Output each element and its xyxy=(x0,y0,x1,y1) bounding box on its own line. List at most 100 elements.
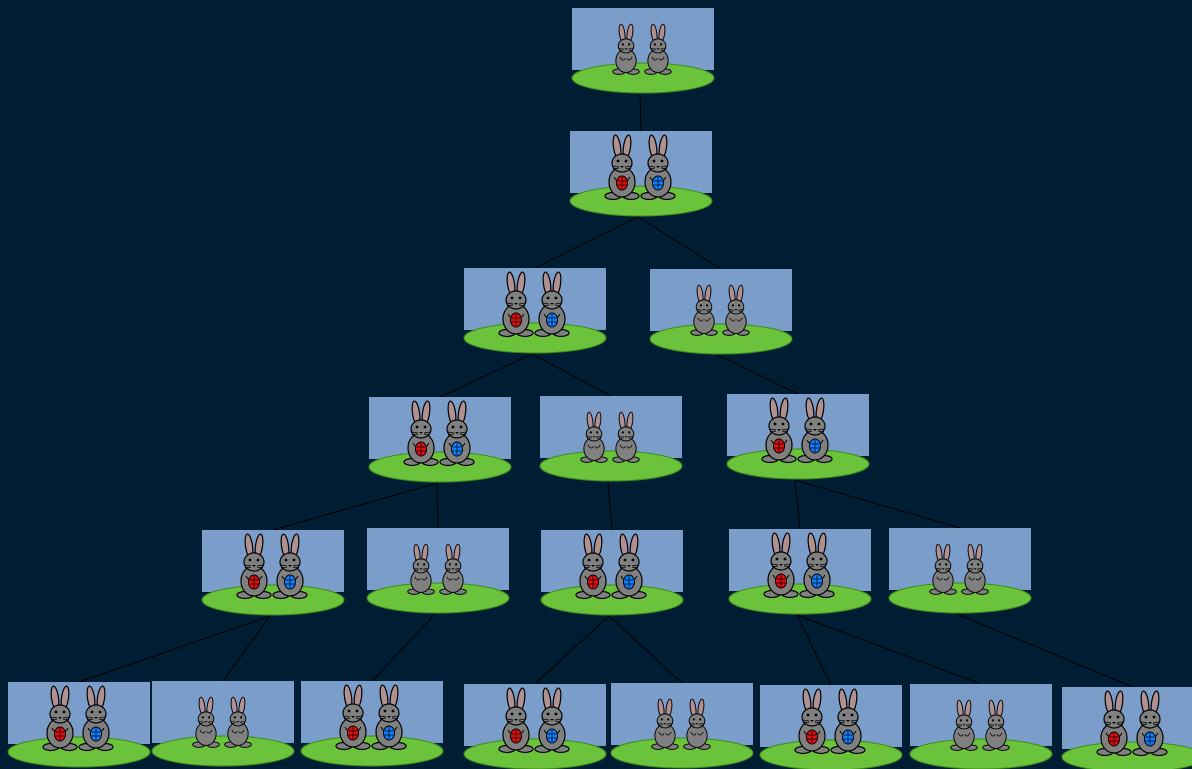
tree-connector-line xyxy=(718,355,798,394)
tree-connector-line xyxy=(437,483,438,528)
grass-ellipse xyxy=(727,449,869,479)
rabbit-pair-node-young xyxy=(367,528,509,613)
sky-panel xyxy=(464,268,606,330)
sky-panel xyxy=(8,682,150,744)
sky-panel xyxy=(650,269,792,331)
grass-ellipse xyxy=(729,584,871,614)
grass-ellipse xyxy=(611,738,753,768)
easter-egg-icon xyxy=(812,574,823,588)
tree-connector-line xyxy=(535,217,638,268)
easter-egg-icon xyxy=(776,574,787,588)
easter-egg-icon xyxy=(617,176,628,190)
easter-egg-icon xyxy=(384,726,395,740)
rabbit-pair-node-adult xyxy=(541,530,683,615)
easter-egg-icon xyxy=(416,442,427,456)
tree-connector-line xyxy=(440,354,532,397)
grass-ellipse xyxy=(464,739,606,769)
tree-connector-line xyxy=(223,616,270,681)
grass-ellipse xyxy=(369,452,511,482)
easter-egg-icon xyxy=(249,575,260,589)
tree-connector-line xyxy=(79,616,270,682)
easter-egg-icon xyxy=(588,575,599,589)
grass-ellipse xyxy=(541,585,683,615)
easter-egg-icon xyxy=(810,439,821,453)
easter-egg-icon xyxy=(452,442,463,456)
easter-egg-icon xyxy=(55,727,66,741)
easter-egg-icon xyxy=(1109,732,1120,746)
easter-egg-icon xyxy=(547,729,558,743)
sky-panel xyxy=(570,131,712,193)
rabbit-pair-node-adult xyxy=(301,681,443,766)
grass-ellipse xyxy=(367,583,509,613)
easter-egg-icon xyxy=(1145,732,1156,746)
grass-ellipse xyxy=(464,323,606,353)
rabbit-pair-node-adult xyxy=(729,529,871,614)
rabbit-pair-node-young xyxy=(572,8,714,93)
rabbit-pair-node-young xyxy=(889,528,1031,613)
grass-ellipse xyxy=(650,324,792,354)
tree-connector-line xyxy=(638,217,721,269)
tree-connector-line xyxy=(608,482,612,530)
grass-ellipse xyxy=(8,737,150,767)
sky-panel xyxy=(369,397,511,459)
grass-ellipse xyxy=(570,186,712,216)
easter-egg-icon xyxy=(843,730,854,744)
easter-egg-icon xyxy=(511,729,522,743)
sky-panel xyxy=(464,684,606,746)
grass-ellipse xyxy=(760,740,902,769)
sky-panel xyxy=(301,681,443,743)
easter-egg-icon xyxy=(348,726,359,740)
easter-egg-icon xyxy=(807,730,818,744)
easter-egg-icon xyxy=(547,313,558,327)
tree-connector-line xyxy=(795,480,960,528)
rabbit-pair-node-adult xyxy=(8,682,150,767)
easter-egg-icon xyxy=(285,575,296,589)
rabbit-pair-node-adult xyxy=(760,685,902,769)
rabbit-pair-node-adult xyxy=(369,397,511,482)
grass-ellipse xyxy=(889,583,1031,613)
sky-panel xyxy=(367,528,509,590)
grass-ellipse xyxy=(572,63,714,93)
tree-connector-line xyxy=(957,614,1133,687)
grass-ellipse xyxy=(540,451,682,481)
tree-nodes xyxy=(8,8,1192,769)
rabbit-pair-node-young xyxy=(910,684,1052,769)
rabbit-pair-node-young xyxy=(540,396,682,481)
sky-panel xyxy=(541,530,683,592)
grass-ellipse xyxy=(910,739,1052,769)
rabbit-pair-node-young xyxy=(152,681,294,766)
easter-egg-icon xyxy=(91,727,102,741)
grass-ellipse xyxy=(202,585,344,615)
rabbit-pair-node-adult xyxy=(727,394,869,479)
easter-egg-icon xyxy=(653,176,664,190)
sky-panel xyxy=(889,528,1031,590)
easter-egg-icon xyxy=(511,313,522,327)
sky-panel xyxy=(611,683,753,745)
rabbit-pair-node-adult xyxy=(464,268,606,353)
tree-connector-line xyxy=(795,480,800,529)
tree-connector-line xyxy=(372,614,435,681)
tree-connector-line xyxy=(797,615,981,684)
tree-connector-line xyxy=(609,616,682,683)
easter-egg-icon xyxy=(774,439,785,453)
rabbit-pair-node-adult xyxy=(570,131,712,216)
rabbit-pair-node-adult xyxy=(1062,687,1192,769)
sky-panel xyxy=(540,396,682,458)
tree-connector-line xyxy=(640,94,641,131)
tree-connector-line xyxy=(532,354,611,396)
sky-panel xyxy=(202,530,344,592)
rabbit-pair-node-young xyxy=(650,269,792,354)
tree-connector-line xyxy=(273,483,437,530)
grass-ellipse xyxy=(301,736,443,766)
sky-panel xyxy=(727,394,869,456)
grass-ellipse xyxy=(152,736,294,766)
sky-panel xyxy=(760,685,902,747)
sky-panel xyxy=(729,529,871,591)
tree-connector-line xyxy=(535,616,609,684)
sky-panel xyxy=(152,681,294,743)
rabbit-pair-node-young xyxy=(611,683,753,768)
rabbit-pair-node-adult xyxy=(202,530,344,615)
easter-egg-icon xyxy=(624,575,635,589)
sky-panel xyxy=(572,8,714,70)
